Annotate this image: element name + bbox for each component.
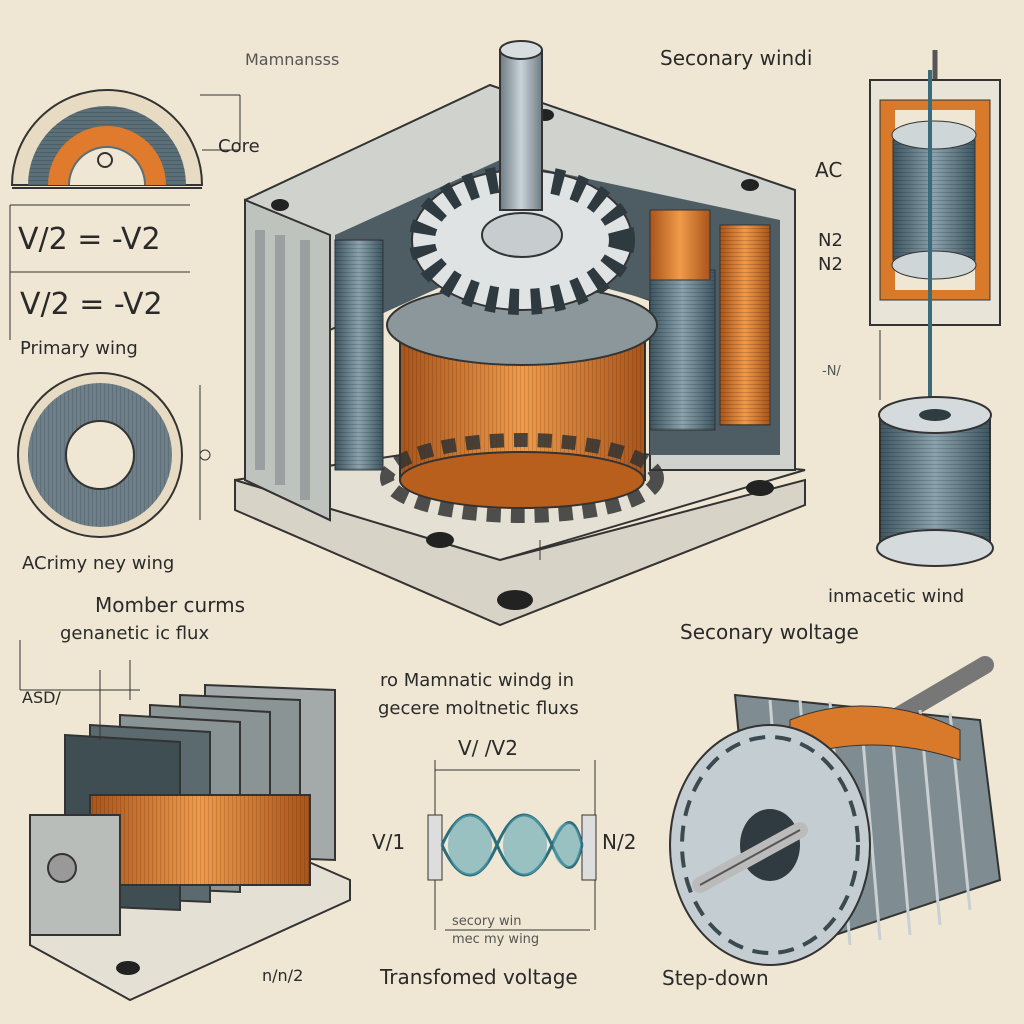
secondary-winding-illustration xyxy=(869,50,1001,567)
step-down-label: Step-down xyxy=(662,966,769,990)
n-mark-label: -N/ xyxy=(822,364,841,379)
asd-label: ASD/ xyxy=(22,688,61,707)
primary-wing-label: Primary wing xyxy=(20,338,138,359)
nn2-label: n/n/2 xyxy=(262,966,304,985)
core-label: Core xyxy=(218,136,260,157)
semicircle-core-illustration xyxy=(9,89,241,340)
secondary-win-label: secory win xyxy=(452,914,522,929)
secondary-voltage-label: Seconary woltage xyxy=(680,620,859,644)
magnetic-winding-line2: gecere moltnetic fluxs xyxy=(378,698,579,719)
voltage-equation-1: V/2 = -V2 xyxy=(18,222,161,257)
top-header-label: Mamnansss xyxy=(245,50,340,69)
magnetic-winding-line1: ro Mamnatic windg in xyxy=(380,670,575,691)
voltage-ratio-label: V/ /V2 xyxy=(458,736,518,760)
voltage-equation-2: V/2 = -V2 xyxy=(20,287,163,322)
ac-label: AC xyxy=(815,158,843,182)
v1-label: V/1 xyxy=(372,830,406,854)
step-down-core-illustration xyxy=(669,656,1002,966)
acrimy-wing-label: ACrimy ney wing xyxy=(22,553,175,574)
inmacetic-wind-label: inmacetic wind xyxy=(828,586,965,607)
main-transformer-illustration xyxy=(234,40,806,627)
mec-wing-label: mec my wing xyxy=(452,932,540,947)
generated-flux-label: genanetic ic flux xyxy=(60,623,210,644)
n2-right-label: N/2 xyxy=(602,830,637,854)
member-currents-label: Momber curms xyxy=(95,593,245,617)
n2-label-b: N2 xyxy=(818,254,843,275)
laminated-transformer-illustration xyxy=(19,640,351,1002)
n2-label-a: N2 xyxy=(818,230,843,251)
toroid-core-icon xyxy=(17,372,211,538)
transformed-voltage-label: Transfomed voltage xyxy=(380,965,578,989)
secondary-winding-title: Seconary windi xyxy=(660,46,813,70)
waveform-icon xyxy=(427,760,597,931)
